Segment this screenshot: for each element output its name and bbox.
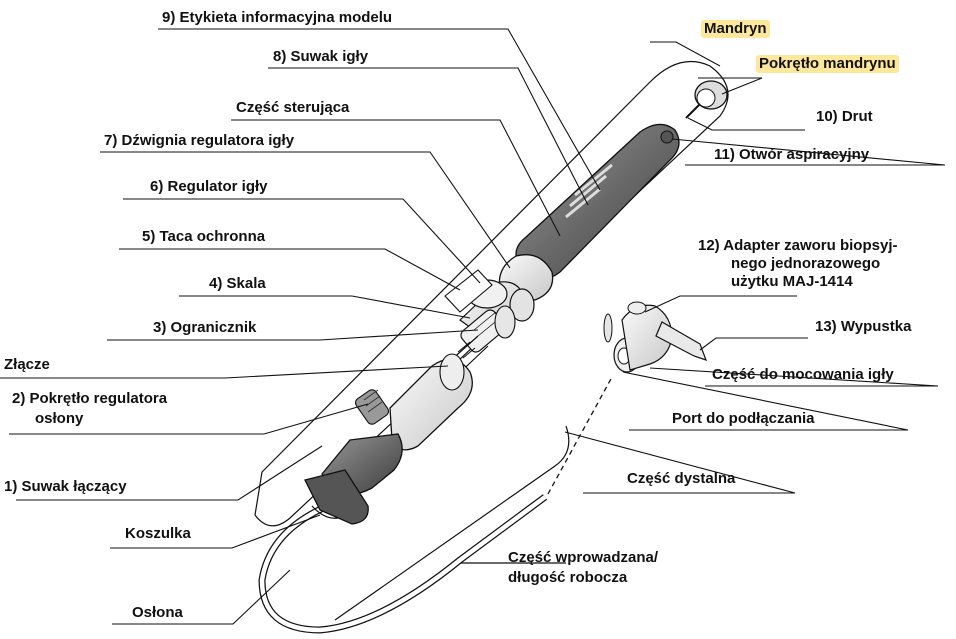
label-czesc-sterujaca: Część sterująca bbox=[236, 99, 349, 117]
label-zlacze: Złącze bbox=[4, 356, 50, 374]
label-drut: 10) Drut bbox=[816, 108, 873, 126]
label-wprowadzana-1: Część wprowadzana/ bbox=[508, 549, 658, 567]
label-wypustka: 13) Wypustka bbox=[815, 318, 911, 336]
label-adapter-1: 12) Adapter zaworu biopsyj- bbox=[698, 237, 897, 255]
label-oslona: Osłona bbox=[132, 604, 183, 622]
label-koszulka: Koszulka bbox=[125, 525, 191, 543]
label-port: Port do podłączania bbox=[672, 410, 815, 428]
label-otwor: 11) Otwór aspiracyjny bbox=[714, 146, 869, 164]
label-ogranicznik: 3) Ogranicznik bbox=[153, 319, 256, 337]
label-mocowanie: Część do mocowania igły bbox=[712, 366, 894, 384]
label-dzwignia: 7) Dźwignia regulatora igły bbox=[104, 132, 294, 150]
label-wprowadzana-2: długość robocza bbox=[508, 569, 627, 587]
label-mandryn: Mandryn bbox=[701, 20, 770, 38]
label-taca: 5) Taca ochronna bbox=[142, 228, 265, 246]
label-pokretlo-oslony-1: 2) Pokrętło regulatora bbox=[12, 390, 167, 408]
label-skala: 4) Skala bbox=[209, 275, 266, 293]
label-suwak-laczacy: 1) Suwak łączący bbox=[4, 478, 127, 496]
label-pokretlo-mandrynu: Pokrętło mandrynu bbox=[756, 55, 899, 73]
label-adapter-2: nego jednorazowego bbox=[731, 255, 880, 273]
label-suwak-igly: 8) Suwak igły bbox=[273, 48, 368, 66]
label-regulator: 6) Regulator igły bbox=[150, 178, 268, 196]
label-adapter-3: użytku MAJ-1414 bbox=[731, 273, 853, 291]
label-dystalna: Część dystalna bbox=[627, 470, 735, 488]
label-etykieta: 9) Etykieta informacyjna modelu bbox=[162, 9, 392, 27]
label-pokretlo-oslony-2: osłony bbox=[35, 410, 83, 428]
